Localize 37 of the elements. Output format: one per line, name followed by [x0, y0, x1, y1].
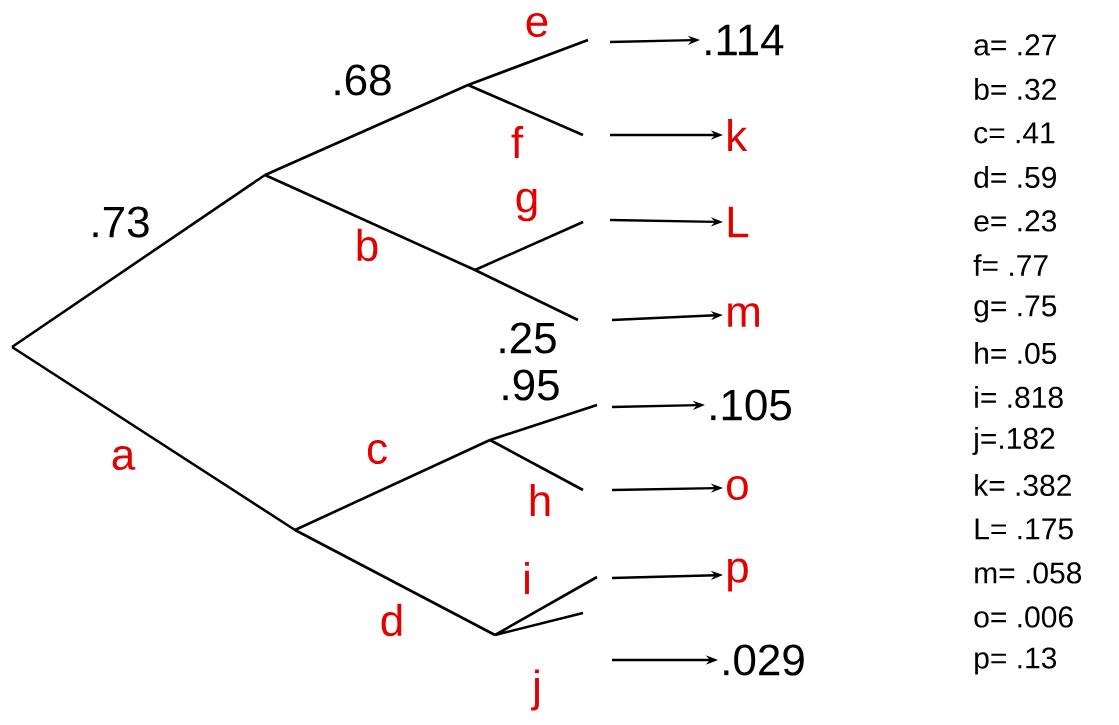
- outcome-label: .029: [724, 644, 804, 676]
- branch-label: g: [516, 188, 537, 222]
- probability-label: L= .175: [975, 518, 1073, 540]
- branch-label: .73: [93, 206, 149, 238]
- probability-label: f= .77: [973, 254, 1048, 276]
- branch-label: c: [367, 439, 387, 465]
- probability-label: b= .32: [975, 78, 1056, 100]
- probability-label: h= .05: [975, 342, 1057, 364]
- branch-label: .25: [500, 322, 556, 354]
- branch-label: h: [530, 484, 550, 516]
- probability-label: c= .41: [974, 122, 1055, 144]
- branch-label: d: [381, 603, 402, 637]
- probability-label: g= .75: [974, 295, 1057, 323]
- probability-label: m= .058: [975, 562, 1082, 584]
- outcome-label: p: [728, 558, 748, 592]
- outcome-label: o: [727, 475, 748, 501]
- probability-label: e= .23: [974, 210, 1057, 232]
- branch-label: e: [526, 12, 548, 38]
- outcome-label: k: [728, 119, 748, 151]
- outcome-label: L: [728, 206, 749, 238]
- probability-label: o= .006: [974, 606, 1073, 628]
- probability-label: p= .13: [975, 647, 1057, 675]
- probability-label: j=.182: [972, 427, 1055, 455]
- branch-label: b: [357, 228, 378, 262]
- branch-label: i: [525, 562, 529, 594]
- outcome-label: m: [728, 303, 759, 327]
- probability-label: d= .59: [974, 166, 1056, 188]
- probability-label: k= .382: [975, 474, 1071, 496]
- outcome-label: .114: [706, 24, 784, 56]
- branch-label: .95: [503, 369, 559, 401]
- branch-label: .68: [335, 64, 391, 96]
- outcome-label: .105: [711, 389, 791, 421]
- branch-label: j: [531, 669, 539, 711]
- branch-label: a: [112, 445, 136, 471]
- probability-label: i= .818: [975, 386, 1063, 408]
- probability-label: a= .27: [974, 34, 1056, 56]
- branch-label: f: [511, 126, 524, 158]
